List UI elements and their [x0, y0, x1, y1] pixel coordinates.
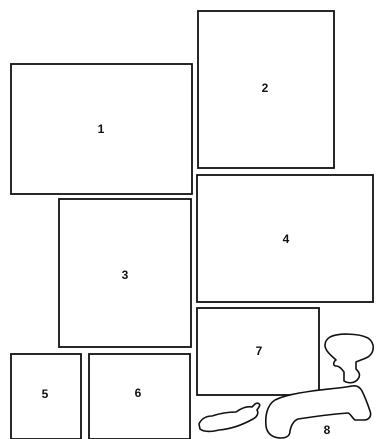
piece-6: 6	[89, 354, 190, 439]
piece-7: 7	[197, 308, 319, 395]
piece-4: 4	[197, 175, 373, 302]
piece-1-label: 1	[98, 122, 105, 136]
piece-4-label: 4	[283, 232, 290, 246]
fish-shaped-scrap-piece	[199, 403, 260, 431]
piece-3-label: 3	[122, 268, 129, 282]
piece-5-label: 5	[42, 387, 49, 401]
piece-1: 1	[11, 64, 192, 194]
piece-8-label: 8	[324, 423, 331, 437]
piece-3: 3	[59, 199, 191, 347]
piece-6-label: 6	[135, 386, 142, 400]
piece-2: 2	[198, 11, 334, 168]
piece-2-label: 2	[262, 81, 269, 95]
piece-5: 5	[11, 354, 81, 439]
piece-7-label: 7	[256, 344, 263, 358]
head-shaped-scrap-piece	[325, 334, 373, 383]
